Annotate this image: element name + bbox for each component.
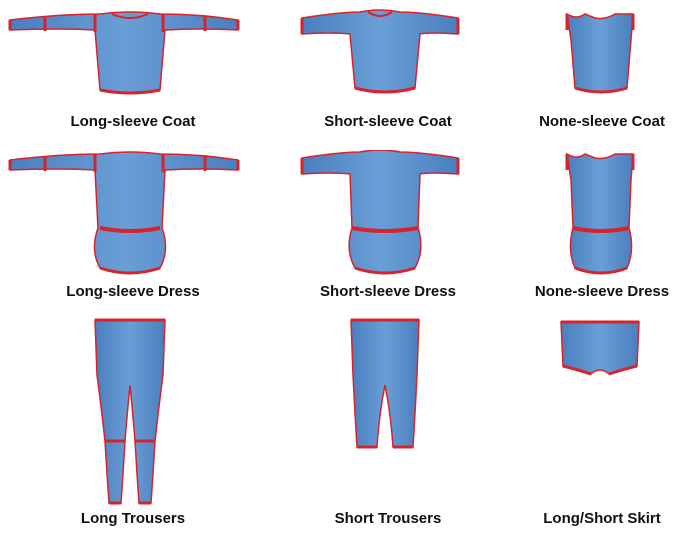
none-sleeve-coat-figure [565, 12, 635, 94]
long-sleeve-dress-figure [8, 151, 240, 275]
long-sleeve-coat-figure [8, 11, 240, 95]
label-none-sleeve-coat: None-sleeve Coat [539, 113, 665, 130]
none-sleeve-dress-figure [565, 152, 635, 275]
label-long-sleeve-coat: Long-sleeve Coat [70, 113, 196, 130]
label-short-sleeve-coat: Short-sleeve Coat [324, 113, 452, 130]
long-trousers-figure [94, 318, 166, 505]
label-long-trousers: Long Trousers [80, 510, 186, 527]
label-long-sleeve-dress: Long-sleeve Dress [66, 283, 200, 300]
short-sleeve-dress-figure [300, 150, 460, 275]
label-short-sleeve-dress: Short-sleeve Dress [320, 283, 456, 300]
label-none-sleeve-dress: None-sleeve Dress [534, 283, 670, 300]
label-short-trousers: Short Trousers [334, 510, 442, 527]
short-trousers-figure [350, 318, 420, 449]
short-sleeve-coat-figure [300, 9, 460, 94]
label-long-short-skirt: Long/Short Skirt [543, 510, 661, 527]
skirt-figure [560, 320, 640, 376]
